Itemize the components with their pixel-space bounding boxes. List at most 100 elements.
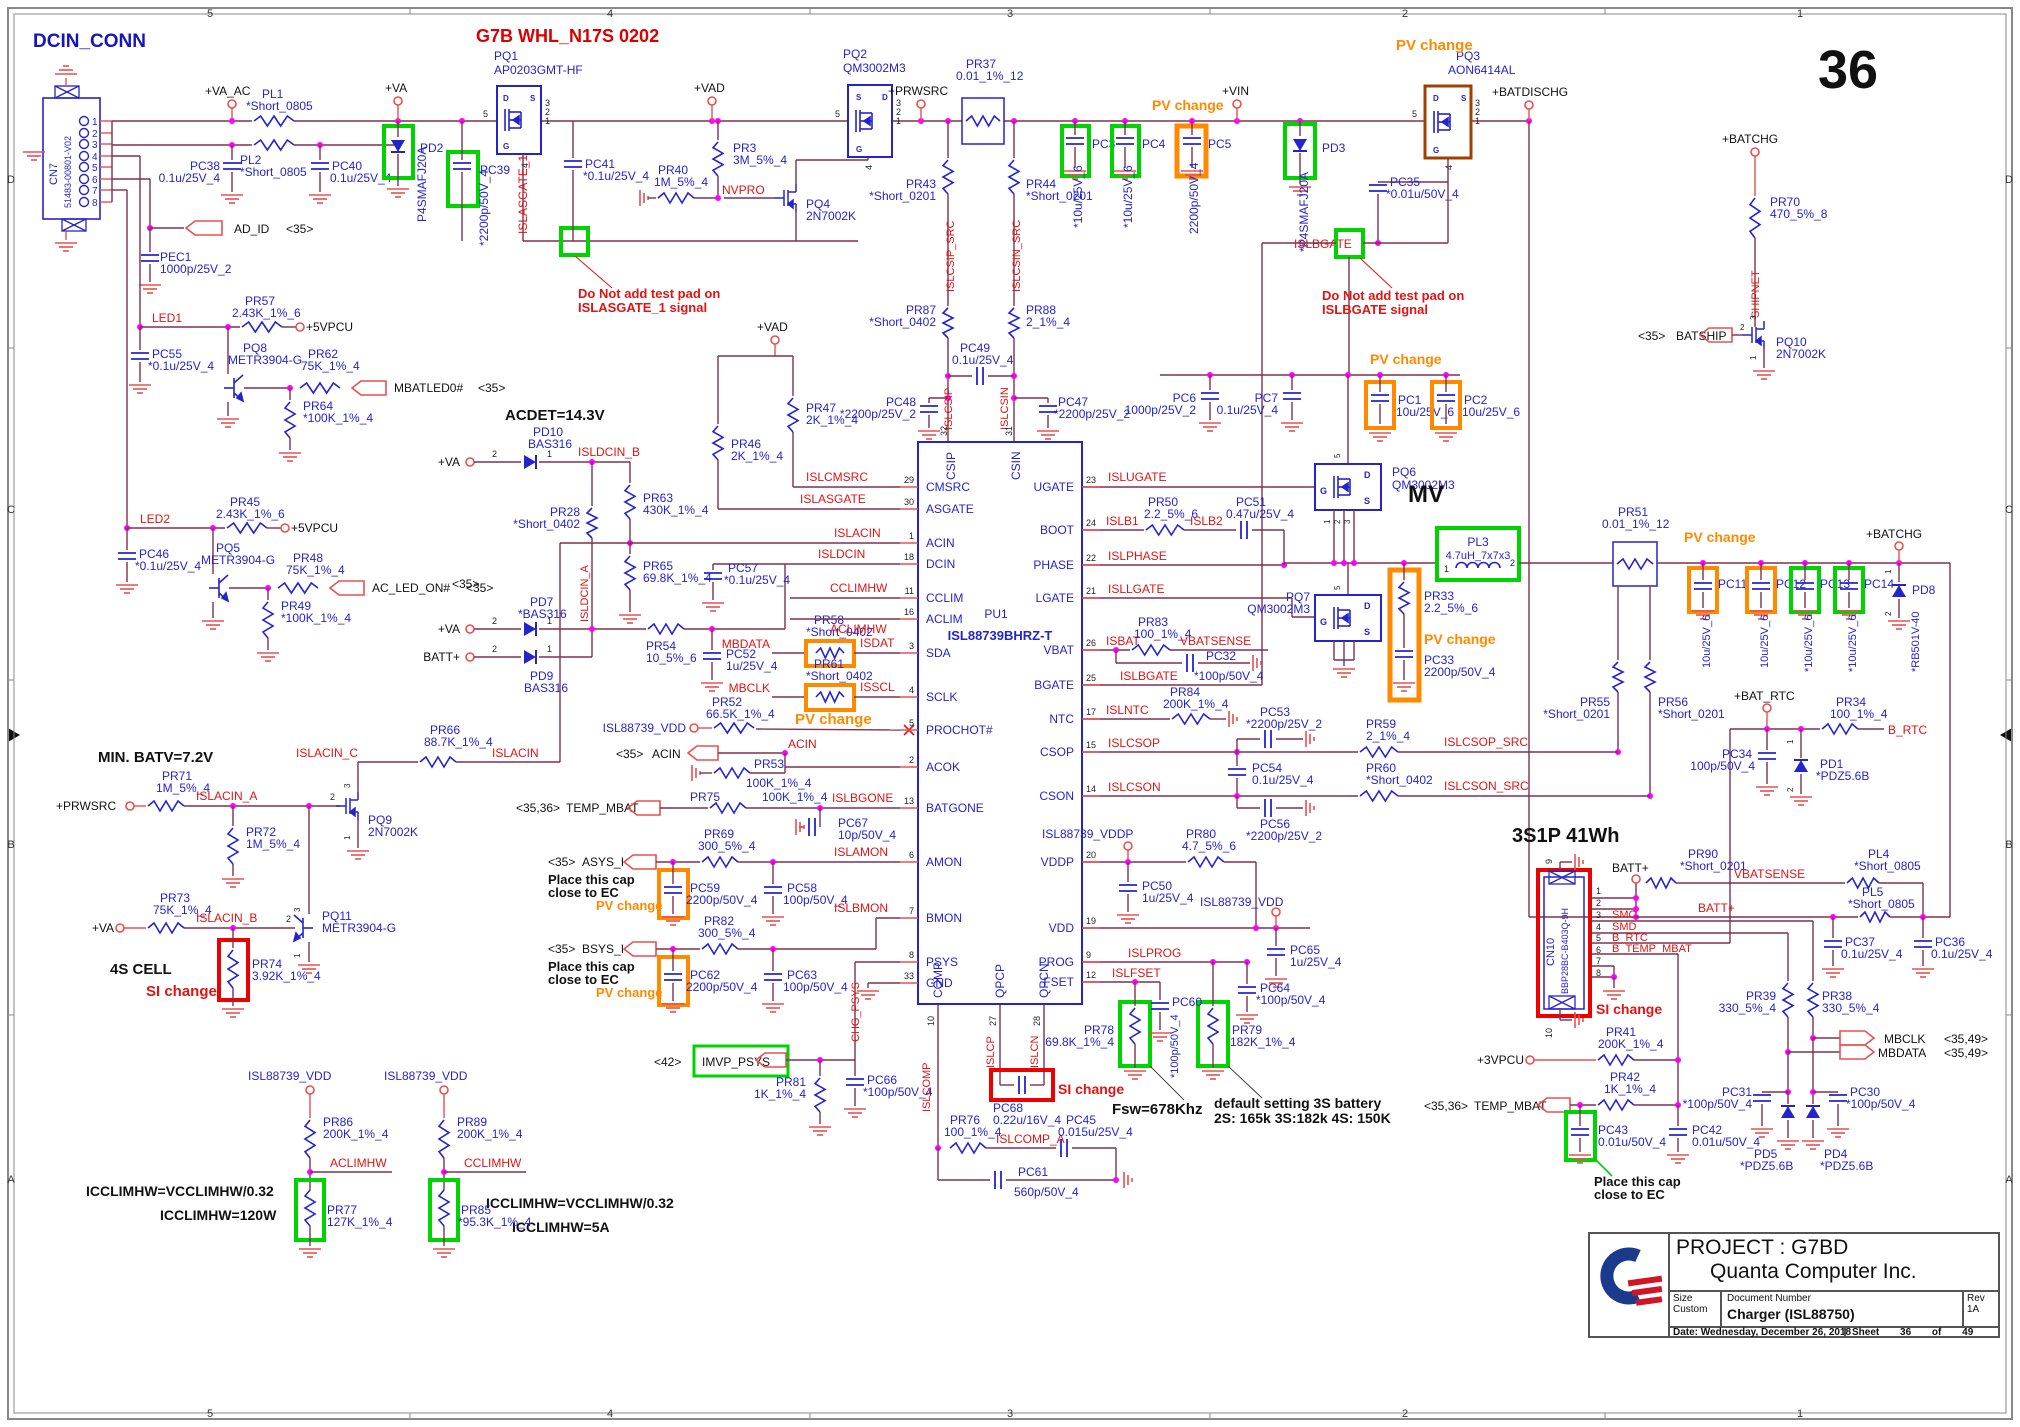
label: NVPRO [722, 183, 765, 197]
ad-id-port [184, 220, 223, 236]
label: PD3 [1322, 141, 1346, 155]
pin-number: 6 [909, 850, 914, 860]
ground-symbol [1569, 1154, 1591, 1164]
junction [1675, 1057, 1681, 1063]
label: 1 [1749, 355, 1758, 360]
label: VBATSENSE [1180, 634, 1251, 648]
resistor [965, 114, 1001, 128]
label: +BAT_RTC [1734, 689, 1795, 703]
label: PR57 [245, 294, 275, 308]
ground-symbol [1124, 1070, 1146, 1080]
pq11-transistor [292, 914, 313, 943]
label: LED2 [140, 512, 170, 526]
capacitor [311, 162, 329, 170]
diode [1293, 139, 1307, 152]
capacitor [1669, 1128, 1687, 1136]
note-3s1p: 3S1P 41Wh [1512, 825, 1619, 847]
ground-symbol [1603, 990, 1625, 1000]
page-number: 36 [1818, 40, 1878, 100]
label: close to EC [548, 972, 619, 987]
label: PC60 [1172, 995, 1202, 1009]
label: S [1364, 496, 1370, 506]
label: *2200p/50V_4 [477, 170, 491, 246]
resistor [226, 827, 240, 865]
capacitor [1186, 654, 1194, 672]
label: 2K_1%_4 [731, 449, 783, 463]
label: PR86 [323, 1115, 353, 1129]
label: *100p/50V_4 [863, 1085, 933, 1099]
label: MBDATA [1878, 1046, 1926, 1060]
label: METR3904-G [228, 353, 302, 367]
resistor [657, 191, 695, 205]
label: 0.01_1%_12 [1602, 517, 1670, 531]
label: *PDZ5.6B [1740, 1159, 1793, 1173]
label: +VA [438, 622, 460, 636]
ground-symbol [222, 878, 244, 888]
label: PL3 [1467, 535, 1489, 549]
label: 2_1%_4 [1366, 729, 1410, 743]
ground-symbol [55, 242, 77, 252]
label: 88.7K_1%_4 [424, 735, 493, 749]
power-flag [227, 99, 237, 109]
label: ISLASGATE_1 [516, 155, 530, 234]
label: 1 [92, 117, 98, 128]
ground-symbol [702, 602, 724, 612]
cn7-key-bot [61, 218, 87, 232]
capacitor [1267, 948, 1285, 956]
label: +VA_AC [205, 84, 251, 98]
label: ASYS_I [582, 855, 624, 869]
pv-change-6: PV change [1370, 351, 1442, 367]
label: 300_5%_4 [698, 926, 756, 940]
label: *2200p/25V_2 [1054, 407, 1130, 421]
label: ACIN [652, 747, 681, 761]
label: *10u/25V_6 [1121, 165, 1135, 228]
label: BSYS_I [582, 942, 624, 956]
pin-name: ACOK [926, 760, 960, 774]
label: ISLASGATE_1 signal [578, 300, 707, 315]
zone-col-label: 1 [1797, 1408, 1803, 1420]
pq9-mosfet [336, 792, 359, 820]
label: AON6414AL [1448, 63, 1516, 77]
resistor [585, 507, 599, 539]
label: PC62 [690, 968, 720, 982]
pin-number: 4 [909, 685, 914, 695]
label: 10u/25V_6 [1701, 615, 1713, 668]
label: PR89 [457, 1115, 487, 1129]
label: PC14 [1864, 577, 1894, 591]
label: PC46 [139, 547, 169, 561]
label: PC61 [1018, 1165, 1048, 1179]
label: 0.22u/16V_4 [993, 1113, 1061, 1127]
capacitor [1201, 392, 1219, 400]
ground-symbol [1064, 170, 1086, 180]
capacitor [976, 367, 984, 385]
outer-frame [7, 7, 2013, 1420]
resistor [813, 1077, 827, 1113]
pin-name: DCIN [926, 557, 955, 571]
label: 4 [1444, 165, 1454, 170]
label: PC33 [1424, 653, 1454, 667]
label: *BAS316 [518, 607, 567, 621]
label: PC35 [1390, 175, 1420, 189]
ground-symbol [202, 620, 224, 630]
pv-change-3: PV change [795, 711, 872, 728]
label: PR54 [646, 639, 676, 653]
capacitor [1183, 137, 1201, 145]
ground-symbol [23, 151, 45, 161]
resistor [419, 755, 457, 769]
label: 3 [1596, 910, 1601, 920]
label: ISL88739_VDD [248, 1069, 332, 1083]
note-no-testpad-1: Do Not add test pad on [578, 286, 720, 301]
pq6-mosfet [1314, 463, 1382, 511]
ground-symbol [1838, 610, 1860, 620]
pin-name: ASGATE [926, 502, 974, 516]
label: PR59 [1366, 717, 1396, 731]
label: *Short_0402 [806, 669, 873, 683]
label: ISLDCIN_A [579, 564, 591, 622]
resistor [226, 949, 240, 989]
capacitor [703, 652, 721, 660]
ground-symbol [1756, 786, 1778, 796]
label: 1M_5%_4 [246, 837, 300, 851]
label: PR28 [550, 505, 580, 519]
label: B_RTC [1888, 723, 1927, 737]
